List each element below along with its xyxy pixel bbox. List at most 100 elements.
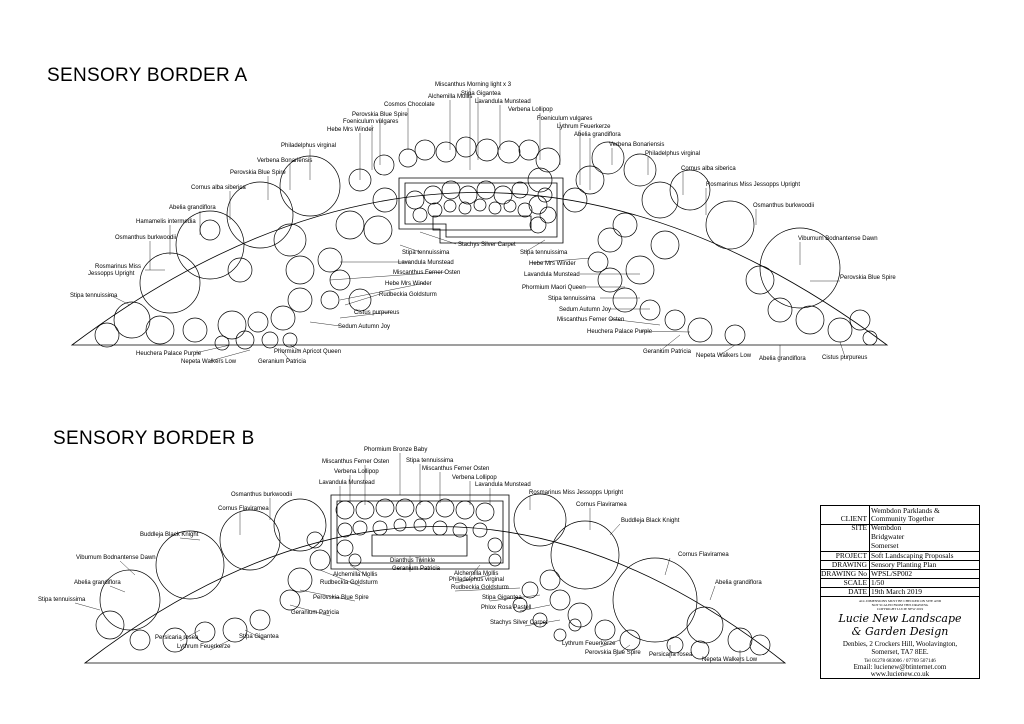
plant-label: Perovskia Blue Spire	[585, 650, 641, 656]
plant-circle	[352, 520, 368, 536]
plant-circle	[591, 141, 625, 175]
plant-label: Miscanthus Morning light x 3	[435, 82, 512, 88]
plant-circle	[452, 522, 468, 538]
plant-label: Philadelphus virginal	[645, 151, 700, 157]
plant-label: Hebe Mrs Winder	[385, 281, 432, 287]
title-block: Wembdon Parklands & CLIENT Community Tog…	[820, 505, 980, 679]
leader-line	[599, 639, 621, 648]
plant-circle	[432, 520, 448, 536]
plant-circle	[612, 557, 698, 643]
border-b-title: SENSORY BORDER B	[53, 428, 255, 449]
plant-circle	[476, 180, 496, 200]
plant-label: Lavandula Munstead	[524, 272, 580, 278]
plant-circle	[532, 612, 548, 628]
company-name: & Garden Design	[851, 625, 949, 638]
plant-circle	[337, 522, 353, 538]
plant-label: Hebe Mrs Winder	[529, 261, 576, 267]
plant-circle	[862, 330, 878, 346]
plant-circle	[767, 297, 793, 323]
plant-circle	[497, 140, 521, 164]
leader-line	[339, 282, 426, 301]
plant-label: Abelia grandiflora	[74, 580, 121, 586]
plant-circle	[287, 567, 313, 593]
plant-circle	[336, 539, 354, 557]
date-key: DATE	[848, 587, 867, 596]
plant-circle	[393, 518, 407, 532]
plant-label: Stipa Gigantea	[482, 595, 522, 601]
plant-circle	[443, 199, 457, 213]
plant-circle	[415, 500, 435, 520]
plant-circle	[612, 212, 638, 238]
leader-line	[399, 244, 421, 253]
border-b-leader-lines	[74, 453, 741, 663]
scale-row: SCALE 1/50	[821, 578, 979, 588]
plant-label: Foeniculum vulgares	[343, 119, 398, 125]
plant-label: Viburnum Bodnantense Dawn	[76, 555, 156, 561]
plant-circle	[475, 502, 495, 522]
plant-circle	[664, 309, 686, 331]
plant-circle	[513, 493, 567, 547]
plant-circle	[455, 136, 477, 158]
plant-circle	[395, 498, 415, 518]
plant-circle	[458, 185, 478, 205]
leader-line	[299, 589, 356, 602]
border-b-labels: Phormium Bronze Baby Miscanthus Ferner O…	[38, 447, 762, 663]
plant-label: Viburnum Bodnantense Dawn	[798, 236, 878, 242]
leader-line	[329, 271, 446, 281]
plant-circle	[145, 315, 175, 345]
leader-line	[719, 344, 736, 356]
disclaimer-note: NOT SCALED FROM THIS DRAWING	[871, 603, 929, 607]
plant-circle	[669, 169, 711, 211]
company-name: Lucie New Landscape	[838, 612, 962, 625]
plant-circle	[597, 267, 623, 293]
drawing-row: DRAWING Sensory Planting Plan	[821, 560, 979, 570]
leader-line	[289, 344, 301, 352]
plant-circle	[99, 569, 161, 631]
plant-circle	[619, 629, 641, 651]
plant-circle	[690, 640, 710, 660]
plant-label: Alchemilla Mollis	[333, 572, 377, 578]
plant-label: Persicaria rosea	[649, 652, 693, 658]
plant-circle	[320, 290, 340, 310]
plant-circle	[727, 627, 753, 653]
plant-label: Stipa Gigantea	[461, 91, 501, 97]
plant-circle	[182, 317, 208, 343]
leader-line	[209, 349, 251, 362]
plant-circle	[612, 287, 638, 313]
plant-label: Lavandula Munstead	[475, 99, 531, 105]
plant-circle	[488, 553, 502, 567]
leader-line	[244, 629, 266, 641]
plant-label: Lythrum Feuerkerze	[177, 644, 231, 650]
plant-label: Phlox Rosa Pastell	[481, 605, 531, 611]
plant-label: Geranium Patricia	[291, 610, 340, 616]
border-a-plant-circles	[94, 136, 878, 351]
plant-label: Perovskia Blue Spire	[352, 112, 408, 118]
leader-line	[309, 321, 341, 327]
plant-circle	[285, 255, 315, 285]
plant-label: Geranium Patricia	[258, 359, 307, 365]
leader-line	[664, 557, 671, 576]
plant-circle	[594, 619, 616, 641]
plant-label: Philadelphus virginal	[281, 143, 336, 149]
plant-circle	[527, 167, 553, 193]
plant-circle	[759, 227, 841, 309]
plant-circle	[567, 602, 593, 628]
client-value: Community Together	[871, 514, 935, 523]
plant-label: Stachys Silver Carpet	[490, 620, 548, 626]
plant-label: Rosmarinus Miss	[95, 264, 141, 270]
border-a-labels: Miscanthus Morning light x 3 Alchemilla …	[70, 82, 896, 365]
company-address: Denbies, 2 Crockers Hill, Woolavington,	[842, 640, 958, 648]
plant-circle	[435, 141, 457, 163]
plant-circle	[625, 255, 655, 285]
border-a-outline	[70, 192, 889, 346]
plant-circle	[472, 522, 488, 538]
plant-label: Lavandula Munstead	[398, 260, 454, 266]
leader-line	[339, 311, 391, 319]
plant-circle	[666, 636, 684, 654]
plant-label: Osmanthus burkwoodii	[231, 492, 292, 498]
plant-circle	[487, 537, 503, 553]
leader-line	[209, 639, 231, 651]
plant-circle	[511, 181, 529, 199]
plant-circle	[623, 153, 657, 187]
plant-label: Cornus Flaviramea	[576, 502, 627, 508]
